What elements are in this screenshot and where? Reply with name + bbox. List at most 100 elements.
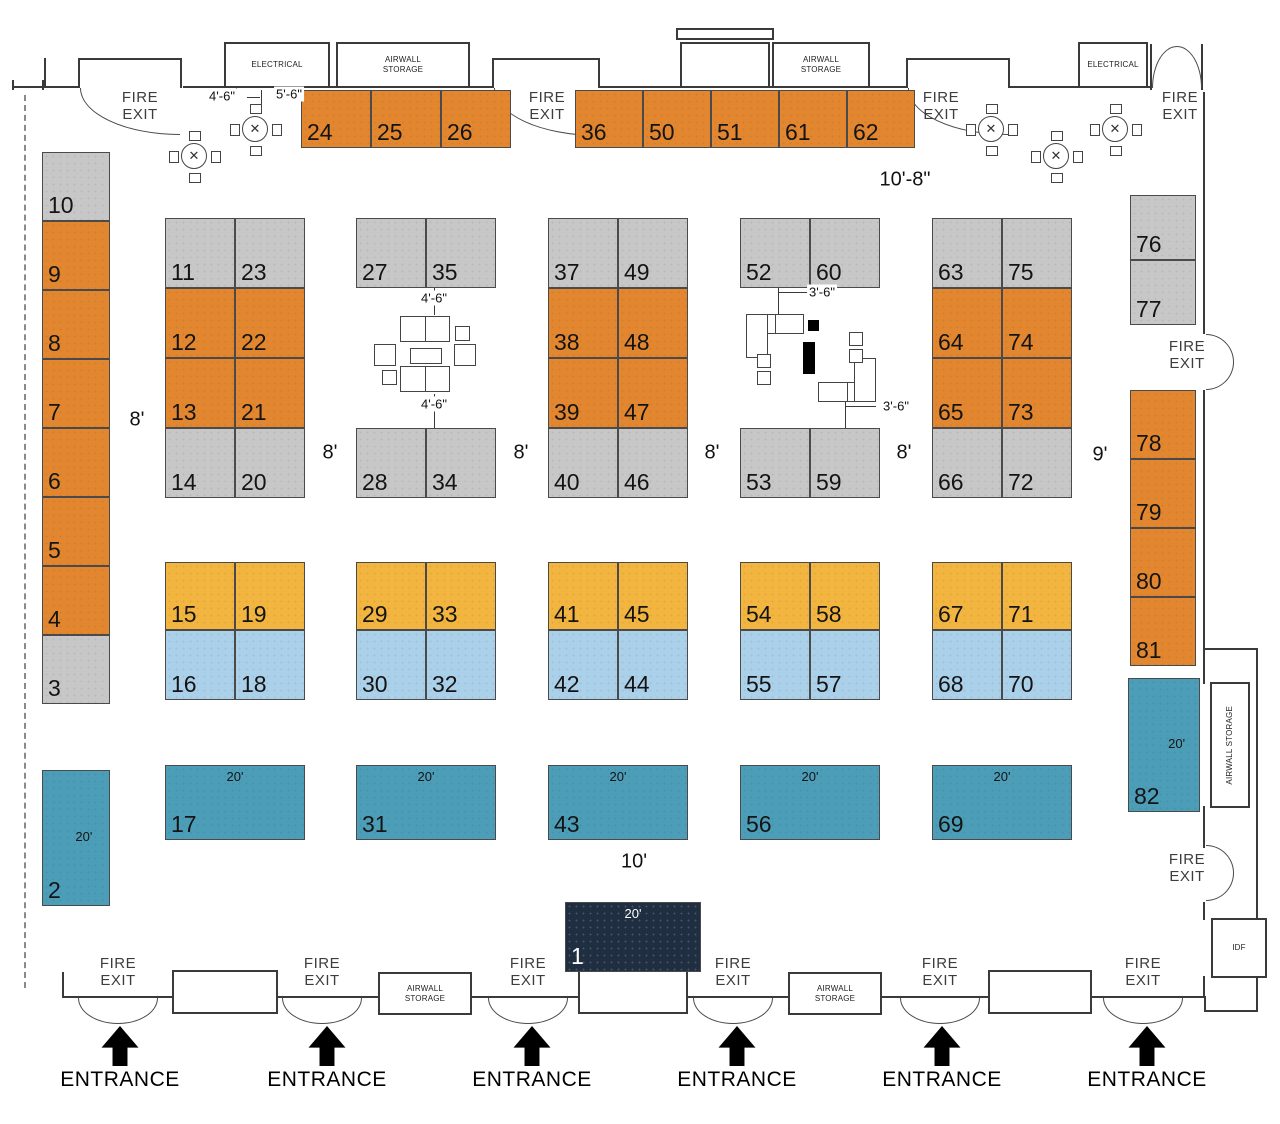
booth-57[interactable]: 57 [810, 630, 880, 700]
booth-38[interactable]: 38 [548, 288, 618, 358]
booth-58[interactable]: 58 [810, 562, 880, 630]
booth-52[interactable]: 52 [740, 218, 810, 288]
booth-25[interactable]: 25 [371, 90, 441, 148]
booth-63[interactable]: 63 [932, 218, 1002, 288]
booth-29[interactable]: 29 [356, 562, 426, 630]
booth-number: 3 [48, 675, 61, 701]
booth-number: 45 [624, 601, 650, 627]
booth-64[interactable]: 64 [932, 288, 1002, 358]
dim-line [845, 400, 846, 428]
dim-line [247, 97, 260, 98]
booth-5[interactable]: 5 [42, 497, 110, 566]
booth-81[interactable]: 81 [1130, 597, 1196, 666]
booth-26[interactable]: 26 [441, 90, 511, 148]
armchair [374, 344, 396, 366]
booth-9[interactable]: 9 [42, 221, 110, 290]
booth-7[interactable]: 7 [42, 359, 110, 428]
booth-79[interactable]: 79 [1130, 459, 1196, 528]
booth-number: 40 [554, 469, 580, 495]
booth-51[interactable]: 51 [711, 90, 779, 148]
booth-18[interactable]: 18 [235, 630, 305, 700]
booth-48[interactable]: 48 [618, 288, 688, 358]
chair-icon [230, 124, 240, 136]
booth-19[interactable]: 19 [235, 562, 305, 630]
booth-66[interactable]: 66 [932, 428, 1002, 498]
booth-33[interactable]: 33 [426, 562, 496, 630]
booth-44[interactable]: 44 [618, 630, 688, 700]
booth-71[interactable]: 71 [1002, 562, 1072, 630]
booth-number: 47 [624, 399, 650, 425]
table-icon: ✕ [242, 116, 268, 142]
booth-35[interactable]: 35 [426, 218, 496, 288]
booth-68[interactable]: 68 [932, 630, 1002, 700]
booth-74[interactable]: 74 [1002, 288, 1072, 358]
booth-59[interactable]: 59 [810, 428, 880, 498]
booth-54[interactable]: 54 [740, 562, 810, 630]
booth-78[interactable]: 78 [1130, 390, 1196, 459]
booth-75[interactable]: 75 [1002, 218, 1072, 288]
booth-67[interactable]: 67 [932, 562, 1002, 630]
booth-20[interactable]: 20 [235, 428, 305, 498]
booth-12[interactable]: 12 [165, 288, 235, 358]
booth-53[interactable]: 53 [740, 428, 810, 498]
booth-10[interactable]: 10 [42, 152, 110, 221]
booth-36[interactable]: 36 [575, 90, 643, 148]
booth-34[interactable]: 34 [426, 428, 496, 498]
booth-76[interactable]: 76 [1130, 195, 1196, 260]
booth-32[interactable]: 32 [426, 630, 496, 700]
booth-size-label: 20' [624, 906, 642, 922]
entrance: ENTRANCE [467, 1026, 597, 1092]
booth-6[interactable]: 6 [42, 428, 110, 497]
booth-73[interactable]: 73 [1002, 358, 1072, 428]
booth-14[interactable]: 14 [165, 428, 235, 498]
booth-28[interactable]: 28 [356, 428, 426, 498]
booth-3[interactable]: 3 [42, 635, 110, 704]
booth-55[interactable]: 55 [740, 630, 810, 700]
booth-41[interactable]: 41 [548, 562, 618, 630]
booth-24[interactable]: 24 [301, 90, 371, 148]
booth-70[interactable]: 70 [1002, 630, 1072, 700]
booth-65[interactable]: 65 [932, 358, 1002, 428]
booth-47[interactable]: 47 [618, 358, 688, 428]
booth-21[interactable]: 21 [235, 358, 305, 428]
booth-4[interactable]: 4 [42, 566, 110, 635]
side-table [757, 354, 771, 368]
booth-80[interactable]: 80 [1130, 528, 1196, 597]
booth-61[interactable]: 61 [779, 90, 847, 148]
booth-60[interactable]: 60 [810, 218, 880, 288]
booth-40[interactable]: 40 [548, 428, 618, 498]
side-table [849, 332, 863, 346]
chair-icon [1051, 173, 1063, 183]
side-table [455, 326, 470, 341]
booth-77[interactable]: 77 [1130, 260, 1196, 325]
booth-23[interactable]: 23 [235, 218, 305, 288]
fire-exit-alcove [492, 58, 600, 88]
booth-72[interactable]: 72 [1002, 428, 1072, 498]
booth-8[interactable]: 8 [42, 290, 110, 359]
booth-46[interactable]: 46 [618, 428, 688, 498]
booth-45[interactable]: 45 [618, 562, 688, 630]
booth-11[interactable]: 11 [165, 218, 235, 288]
booth-27[interactable]: 27 [356, 218, 426, 288]
booth-30[interactable]: 30 [356, 630, 426, 700]
booth-13[interactable]: 13 [165, 358, 235, 428]
booth-15[interactable]: 15 [165, 562, 235, 630]
booth-number: 41 [554, 601, 580, 627]
booth-62[interactable]: 62 [847, 90, 915, 148]
booth-39[interactable]: 39 [548, 358, 618, 428]
booth-22[interactable]: 22 [235, 288, 305, 358]
booth-50[interactable]: 50 [643, 90, 711, 148]
booth-16[interactable]: 16 [165, 630, 235, 700]
booth-42[interactable]: 42 [548, 630, 618, 700]
booth-49[interactable]: 49 [618, 218, 688, 288]
booth-37[interactable]: 37 [548, 218, 618, 288]
side-table [849, 349, 863, 363]
